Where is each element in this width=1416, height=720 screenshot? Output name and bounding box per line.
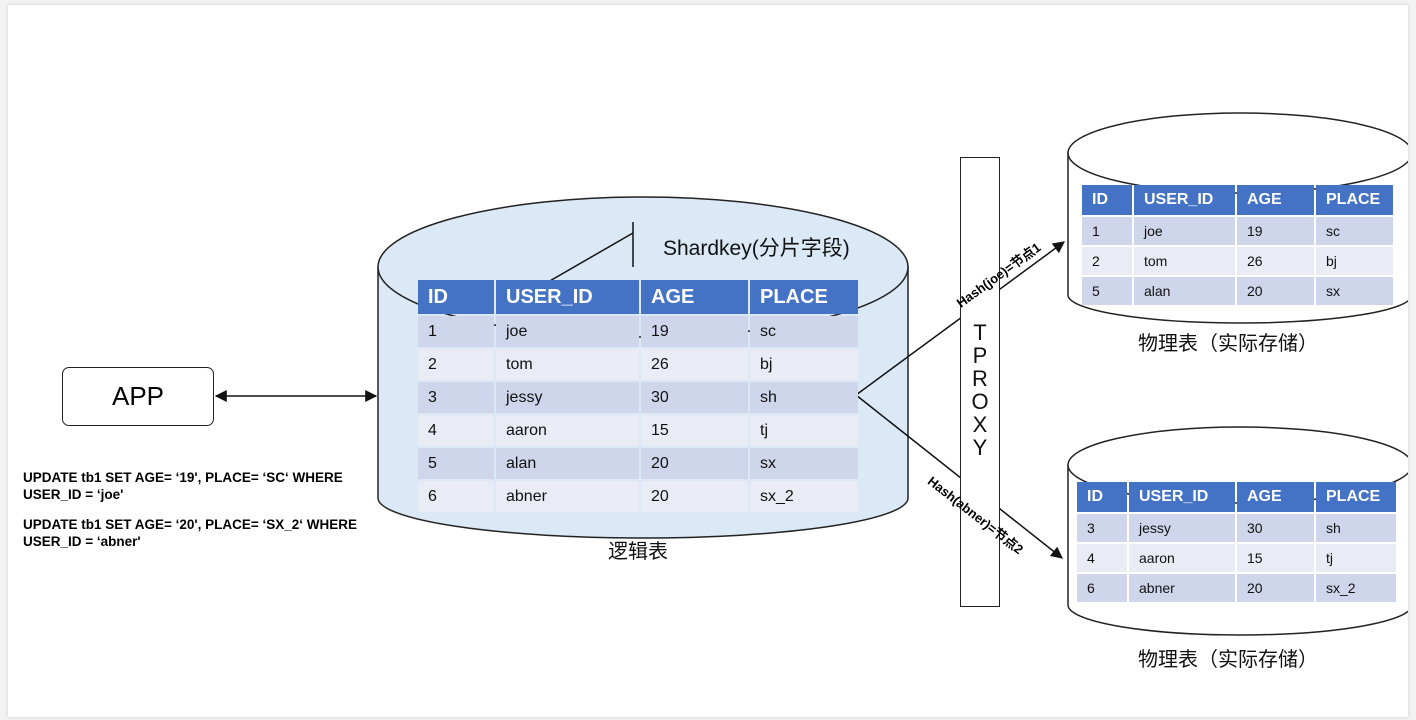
node1-caption: 物理表（实际存储） — [1138, 333, 1318, 355]
table-row: 5 alan 20 sx — [1082, 277, 1393, 305]
node2-caption: 物理表（实际存储） — [1138, 649, 1318, 671]
app-box: APP — [62, 367, 214, 426]
cell-user-id: tom — [1134, 247, 1235, 275]
node1-table: ID USER_ID AGE PLACE 1 joe 19 sc 2 tom 2… — [1080, 183, 1395, 307]
cell-user-id: joe — [496, 316, 639, 347]
header-age: AGE — [1237, 185, 1314, 215]
cell-id: 2 — [1082, 247, 1132, 275]
header-age: AGE — [641, 280, 748, 314]
cell-age: 20 — [1237, 574, 1314, 602]
cell-age: 30 — [1237, 514, 1314, 542]
cell-age: 20 — [641, 448, 748, 479]
cell-id: 1 — [418, 316, 494, 347]
logical-table: ID USER_ID AGE PLACE 1 joe 19 sc 2 tom 2… — [416, 278, 860, 514]
node2-table-header-row: ID USER_ID AGE PLACE — [1077, 482, 1396, 512]
table-row: 1 joe 19 sc — [418, 316, 858, 347]
table-row: 4 aaron 15 tj — [418, 415, 858, 446]
header-id: ID — [418, 280, 494, 314]
tproxy-letter: X — [972, 412, 988, 437]
cell-place: sx_2 — [750, 481, 858, 512]
node2-table: ID USER_ID AGE PLACE 3 jessy 30 sh 4 aar… — [1075, 480, 1398, 604]
cell-user-id: abner — [496, 481, 639, 512]
header-age: AGE — [1237, 482, 1314, 512]
cell-user-id: tom — [496, 349, 639, 380]
cell-id: 3 — [1077, 514, 1127, 542]
shardkey-label: Shardkey(分片字段) — [663, 237, 850, 260]
header-place: PLACE — [1316, 185, 1393, 215]
route-arrow-node2 — [855, 394, 1063, 559]
tproxy-letter: T — [973, 320, 987, 345]
cell-place: tj — [750, 415, 858, 446]
cell-user-id: abner — [1129, 574, 1235, 602]
shardkey-pointer — [547, 222, 634, 283]
cell-user-id: joe — [1134, 217, 1235, 245]
header-user-id: USER_ID — [1129, 482, 1235, 512]
cell-place: bj — [750, 349, 858, 380]
cell-age: 20 — [1237, 277, 1314, 305]
cell-age: 26 — [641, 349, 748, 380]
cell-id: 3 — [418, 382, 494, 413]
cell-id: 4 — [1077, 544, 1127, 572]
diagram-canvas: APP UPDATE tb1 SET AGE= ‘19', PLACE= ‘SC… — [8, 5, 1408, 717]
cell-place: bj — [1316, 247, 1393, 275]
cell-place: sx — [750, 448, 858, 479]
app-label: APP — [111, 381, 165, 411]
tproxy-letter: R — [972, 366, 988, 391]
logical-table-caption: 逻辑表 — [608, 541, 668, 563]
cell-place: sh — [750, 382, 858, 413]
cell-place: sx_2 — [1316, 574, 1396, 602]
cell-user-id: aaron — [1129, 544, 1235, 572]
table-row: 6 abner 20 sx_2 — [418, 481, 858, 512]
tproxy-letter: P — [972, 343, 988, 368]
tproxy-label: T P R O X Y — [960, 321, 1000, 459]
table-row: 6 abner 20 sx_2 — [1077, 574, 1396, 602]
cell-user-id: aaron — [496, 415, 639, 446]
cell-id: 6 — [418, 481, 494, 512]
cell-age: 30 — [641, 382, 748, 413]
header-id: ID — [1077, 482, 1127, 512]
cell-age: 15 — [641, 415, 748, 446]
cell-user-id: jessy — [1129, 514, 1235, 542]
header-place: PLACE — [750, 280, 858, 314]
table-row: 5 alan 20 sx — [418, 448, 858, 479]
tproxy-box — [960, 157, 1000, 607]
cell-place: sc — [1316, 217, 1393, 245]
table-row: 2 tom 26 bj — [418, 349, 858, 380]
cell-place: sc — [750, 316, 858, 347]
table-row: 2 tom 26 bj — [1082, 247, 1393, 275]
cell-id: 5 — [418, 448, 494, 479]
sql-statement-2: UPDATE tb1 SET AGE= ‘20', PLACE= ‘SX_2‘ … — [23, 517, 358, 549]
cell-age: 26 — [1237, 247, 1314, 275]
header-id: ID — [1082, 185, 1132, 215]
table-row: 3 jessy 30 sh — [1077, 514, 1396, 542]
header-user-id: USER_ID — [496, 280, 639, 314]
cell-id: 5 — [1082, 277, 1132, 305]
cell-id: 2 — [418, 349, 494, 380]
cell-id: 1 — [1082, 217, 1132, 245]
cell-user-id: alan — [496, 448, 639, 479]
cell-place: sx — [1316, 277, 1393, 305]
cell-age: 15 — [1237, 544, 1314, 572]
logical-table-header-row: ID USER_ID AGE PLACE — [418, 280, 858, 314]
cell-age: 19 — [641, 316, 748, 347]
table-row: 1 joe 19 sc — [1082, 217, 1393, 245]
cell-age: 20 — [641, 481, 748, 512]
cell-place: tj — [1316, 544, 1396, 572]
tproxy-letter: Y — [972, 435, 988, 460]
header-user-id: USER_ID — [1134, 185, 1235, 215]
node1-table-header-row: ID USER_ID AGE PLACE — [1082, 185, 1393, 215]
table-row: 4 aaron 15 tj — [1077, 544, 1396, 572]
cell-id: 6 — [1077, 574, 1127, 602]
cell-id: 4 — [418, 415, 494, 446]
table-row: 3 jessy 30 sh — [418, 382, 858, 413]
sql-statement-1: UPDATE tb1 SET AGE= ‘19', PLACE= ‘SC‘ WH… — [23, 470, 343, 502]
tproxy-letter: O — [971, 389, 989, 414]
cell-user-id: alan — [1134, 277, 1235, 305]
cell-user-id: jessy — [496, 382, 639, 413]
header-place: PLACE — [1316, 482, 1396, 512]
cell-age: 19 — [1237, 217, 1314, 245]
cell-place: sh — [1316, 514, 1396, 542]
